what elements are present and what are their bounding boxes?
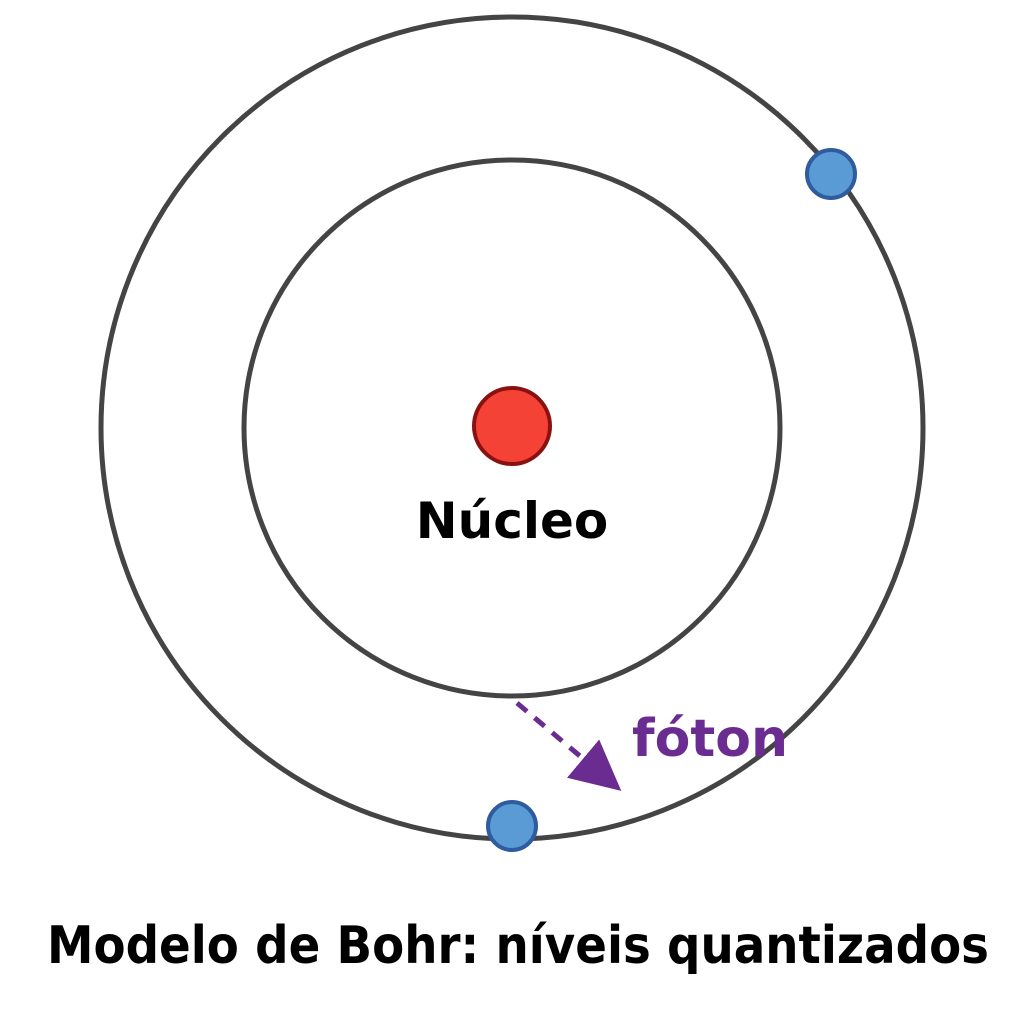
photon-label: fóton <box>632 709 788 769</box>
nucleus-dot <box>472 386 552 466</box>
nucleus-label: Núcleo <box>416 492 608 550</box>
inner-orbit <box>241 157 783 699</box>
electron-outer-top-right <box>805 148 857 200</box>
electron-outer-bottom <box>486 800 538 852</box>
photon-arrow <box>515 701 622 791</box>
diagram-title: Modelo de Bohr: níveis quantizados <box>47 916 989 976</box>
